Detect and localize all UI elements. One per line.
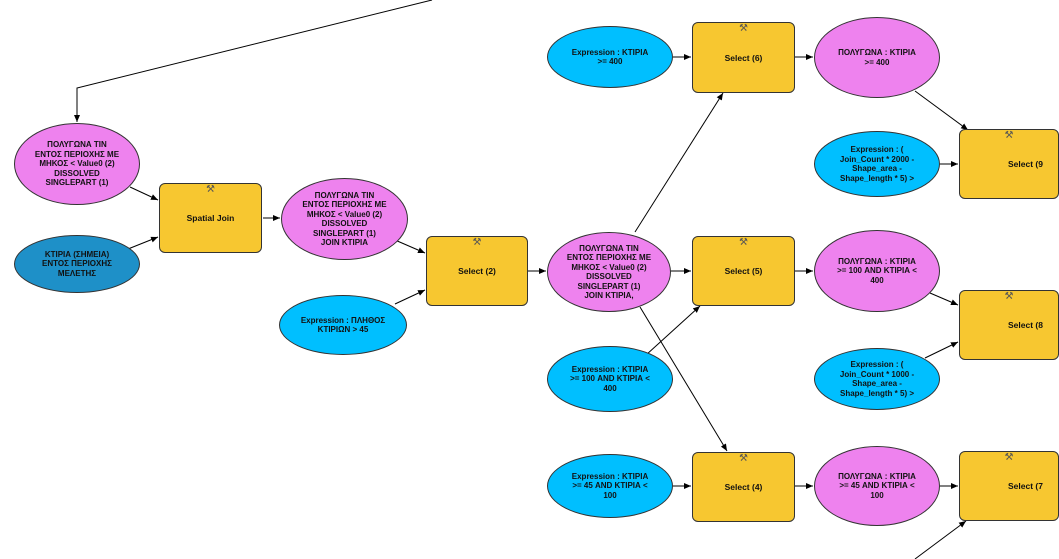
connector: [394, 239, 426, 254]
tool-select-6[interactable]: ⚒ Select (6): [692, 22, 795, 93]
derived-data-polygons-join-2[interactable]: ΠΟΛΥΓΩΝΑ ΤΙΝ ΕΝΤΟΣ ΠΕΡΙΟΧΗΣ ΜΕ ΜΗΚΟΣ < V…: [547, 232, 671, 312]
node-label: Select (8: [1008, 320, 1043, 330]
node-label: Select (7: [1008, 481, 1043, 491]
connector: [929, 292, 959, 306]
tool-select-9[interactable]: ⚒ Select (9: [959, 129, 1059, 199]
hammer-icon: ⚒: [472, 237, 482, 248]
connector: [914, 90, 969, 131]
variable-expression-plithos[interactable]: Expression : ΠΛΗΘΟΣ ΚΤΙΡΙΩΝ > 45: [279, 295, 407, 355]
connector: [129, 186, 159, 201]
node-label: Expression : ΚΤΙΡΙΑ >= 100 AND ΚΤΙΡΙΑ < …: [570, 364, 650, 393]
node-label: Expression : ΚΤΙΡΙΑ >= 400: [571, 47, 649, 67]
connector-layer: [74, 0, 969, 559]
node-label: Expression : ΠΛΗΘΟΣ ΚΤΙΡΙΩΝ > 45: [300, 315, 386, 335]
derived-data-polygons-45-100[interactable]: ΠΟΛΥΓΩΝΑ : ΚΤΙΡΙΑ >= 45 AND ΚΤΙΡΙΑ < 100: [814, 446, 940, 526]
derived-data-polygons-dissolved[interactable]: ΠΟΛΥΓΩΝΑ ΤΙΝ ΕΝΤΟΣ ΠΕΡΙΟΧΗΣ ΜΕ ΜΗΚΟΣ < V…: [14, 123, 140, 205]
variable-expression-100-400[interactable]: Expression : ΚΤΙΡΙΑ >= 100 AND ΚΤΙΡΙΑ < …: [547, 346, 673, 412]
tool-select-8[interactable]: ⚒ Select (8: [959, 290, 1059, 360]
hammer-icon: ⚒: [1004, 130, 1014, 141]
connector: [914, 520, 967, 559]
node-label: ΠΟΛΥΓΩΝΑ : ΚΤΙΡΙΑ >= 45 AND ΚΤΙΡΙΑ < 100: [838, 471, 916, 500]
node-label: Select (5): [724, 266, 763, 276]
node-label: ΠΟΛΥΓΩΝΑ ΤΙΝ ΕΝΤΟΣ ΠΕΡΙΟΧΗΣ ΜΕ ΜΗΚΟΣ < V…: [566, 243, 652, 301]
tool-select-7[interactable]: ⚒ Select (7: [959, 451, 1059, 521]
variable-expression-1000[interactable]: Expression : ( Join_Count * 1000 - Shape…: [814, 348, 940, 410]
tool-select-4[interactable]: ⚒ Select (4): [692, 452, 795, 522]
node-label: ΠΟΛΥΓΩΝΑ : ΚΤΙΡΙΑ >= 100 AND ΚΤΙΡΙΑ < 40…: [837, 256, 917, 285]
node-label: Expression : ΚΤΙΡΙΑ >= 45 AND ΚΤΙΡΙΑ < 1…: [571, 471, 649, 500]
connector: [634, 92, 724, 233]
hammer-icon: ⚒: [1004, 291, 1014, 302]
connector: [645, 305, 701, 356]
node-label: Expression : ( Join_Count * 1000 - Shape…: [839, 360, 915, 398]
connector: [924, 341, 959, 359]
tool-select-2[interactable]: ⚒ Select (2): [426, 236, 528, 306]
node-label: Select (4): [724, 482, 763, 492]
tool-select-5[interactable]: ⚒ Select (5): [692, 236, 795, 306]
hammer-icon: ⚒: [1004, 452, 1014, 463]
hammer-icon: ⚒: [739, 453, 748, 464]
variable-expression-2000[interactable]: Expression : ( Join_Count * 2000 - Shape…: [814, 131, 940, 197]
node-label: ΠΟΛΥΓΩΝΑ : ΚΤΙΡΙΑ >= 400: [838, 48, 916, 67]
node-label: Select (2): [458, 266, 496, 276]
hammer-icon: ⚒: [739, 237, 748, 248]
variable-expression-45-100[interactable]: Expression : ΚΤΙΡΙΑ >= 45 AND ΚΤΙΡΙΑ < 1…: [547, 454, 673, 518]
tool-spatial-join[interactable]: ⚒ Spatial Join: [159, 183, 262, 253]
hammer-icon: ⚒: [206, 184, 215, 195]
node-label: Spatial Join: [186, 213, 235, 223]
input-data-buildings-points[interactable]: ΚΤΙΡΙΑ (ΣΗΜΕΙΑ) ΕΝΤΟΣ ΠΕΡΙΟΧΗΣ ΜΕΛΕΤΗΣ: [14, 235, 140, 293]
derived-data-polygons-400[interactable]: ΠΟΛΥΓΩΝΑ : ΚΤΙΡΙΑ >= 400: [814, 17, 940, 98]
node-label: ΚΤΙΡΙΑ (ΣΗΜΕΙΑ) ΕΝΤΟΣ ΠΕΡΙΟΧΗΣ ΜΕΛΕΤΗΣ: [42, 249, 112, 278]
derived-data-polygons-100-400[interactable]: ΠΟΛΥΓΩΝΑ : ΚΤΙΡΙΑ >= 100 AND ΚΤΙΡΙΑ < 40…: [814, 230, 940, 312]
node-label: ΠΟΛΥΓΩΝΑ ΤΙΝ ΕΝΤΟΣ ΠΕΡΙΟΧΗΣ ΜΕ ΜΗΚΟΣ < V…: [34, 140, 120, 188]
connector-top-feed: [74, 0, 433, 122]
node-label: Select (9: [1008, 159, 1043, 169]
hammer-icon: ⚒: [739, 23, 748, 34]
connector: [639, 306, 728, 452]
node-label: Select (6): [724, 52, 763, 63]
derived-data-polygons-join[interactable]: ΠΟΛΥΓΩΝΑ ΤΙΝ ΕΝΤΟΣ ΠΕΡΙΟΧΗΣ ΜΕ ΜΗΚΟΣ < V…: [281, 178, 408, 260]
node-label: Expression : ( Join_Count * 2000 - Shape…: [839, 145, 915, 183]
connector: [127, 236, 159, 250]
node-label: ΠΟΛΥΓΩΝΑ ΤΙΝ ΕΝΤΟΣ ΠΕΡΙΟΧΗΣ ΜΕ ΜΗΚΟΣ < V…: [302, 190, 387, 248]
variable-expression-400[interactable]: Expression : ΚΤΙΡΙΑ >= 400: [547, 26, 673, 88]
connector: [394, 289, 426, 305]
